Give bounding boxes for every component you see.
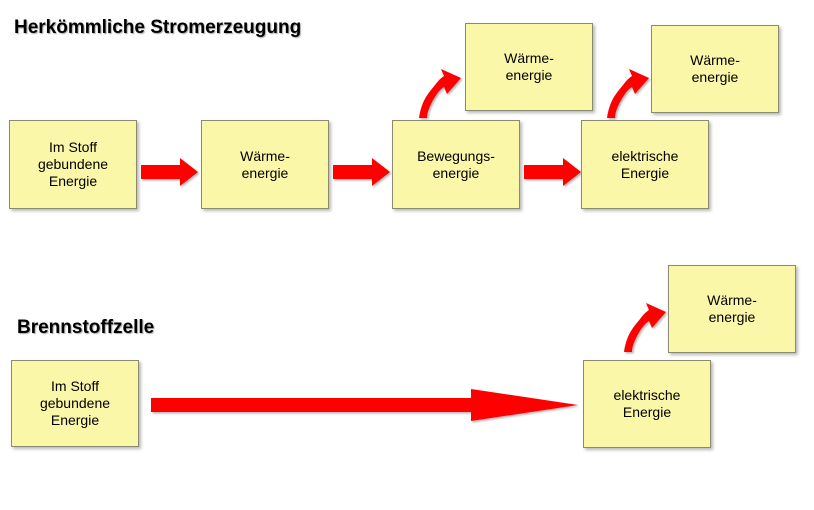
box-fc-heat-loss-label: Wärme- energie — [707, 292, 757, 325]
arrow-electric-to-heat-loss — [607, 69, 649, 118]
box-fc-electric-energy-label: elektrische Energie — [613, 387, 681, 420]
arrow-motion-to-heat-loss — [419, 69, 461, 118]
box-motion-energy: Bewegungs- energie — [392, 120, 520, 209]
arrow-fuel-to-heat — [141, 158, 198, 186]
box-heat-loss-1: Wärme- energie — [465, 23, 593, 111]
box-heat-loss-1-label: Wärme- energie — [504, 50, 554, 83]
title-fuel-cell: Brennstoffzelle — [17, 317, 155, 338]
arrow-heat-to-motion — [333, 158, 390, 186]
arrow-fuel-to-electric-direct — [151, 389, 578, 421]
box-fc-heat-loss: Wärme- energie — [668, 265, 796, 353]
box-fc-bound-energy: Im Stoff gebundene Energie — [11, 360, 139, 447]
box-motion-energy-label: Bewegungs- energie — [417, 147, 495, 181]
box-heat-loss-2-label: Wärme- energie — [690, 52, 740, 85]
box-bound-energy: Im Stoff gebundene Energie — [9, 120, 137, 209]
box-electric-energy: elektrische Energie — [581, 120, 709, 209]
box-heat-loss-2: Wärme- energie — [651, 25, 779, 113]
arrow-fuel-cell-heat-loss — [624, 303, 666, 352]
box-heat-energy: Wärme- energie — [201, 120, 329, 209]
box-fc-electric-energy: elektrische Energie — [583, 360, 711, 448]
box-fc-bound-energy-label: Im Stoff gebundene Energie — [39, 378, 111, 428]
arrow-motion-to-electric — [524, 158, 581, 186]
box-bound-energy-label: Im Stoff gebundene Energie — [37, 139, 109, 189]
box-electric-energy-label: elektrische Energie — [611, 147, 679, 181]
title-conventional: Herkömmliche Stromerzeugung — [14, 17, 302, 38]
box-heat-energy-label: Wärme- energie — [240, 147, 290, 181]
